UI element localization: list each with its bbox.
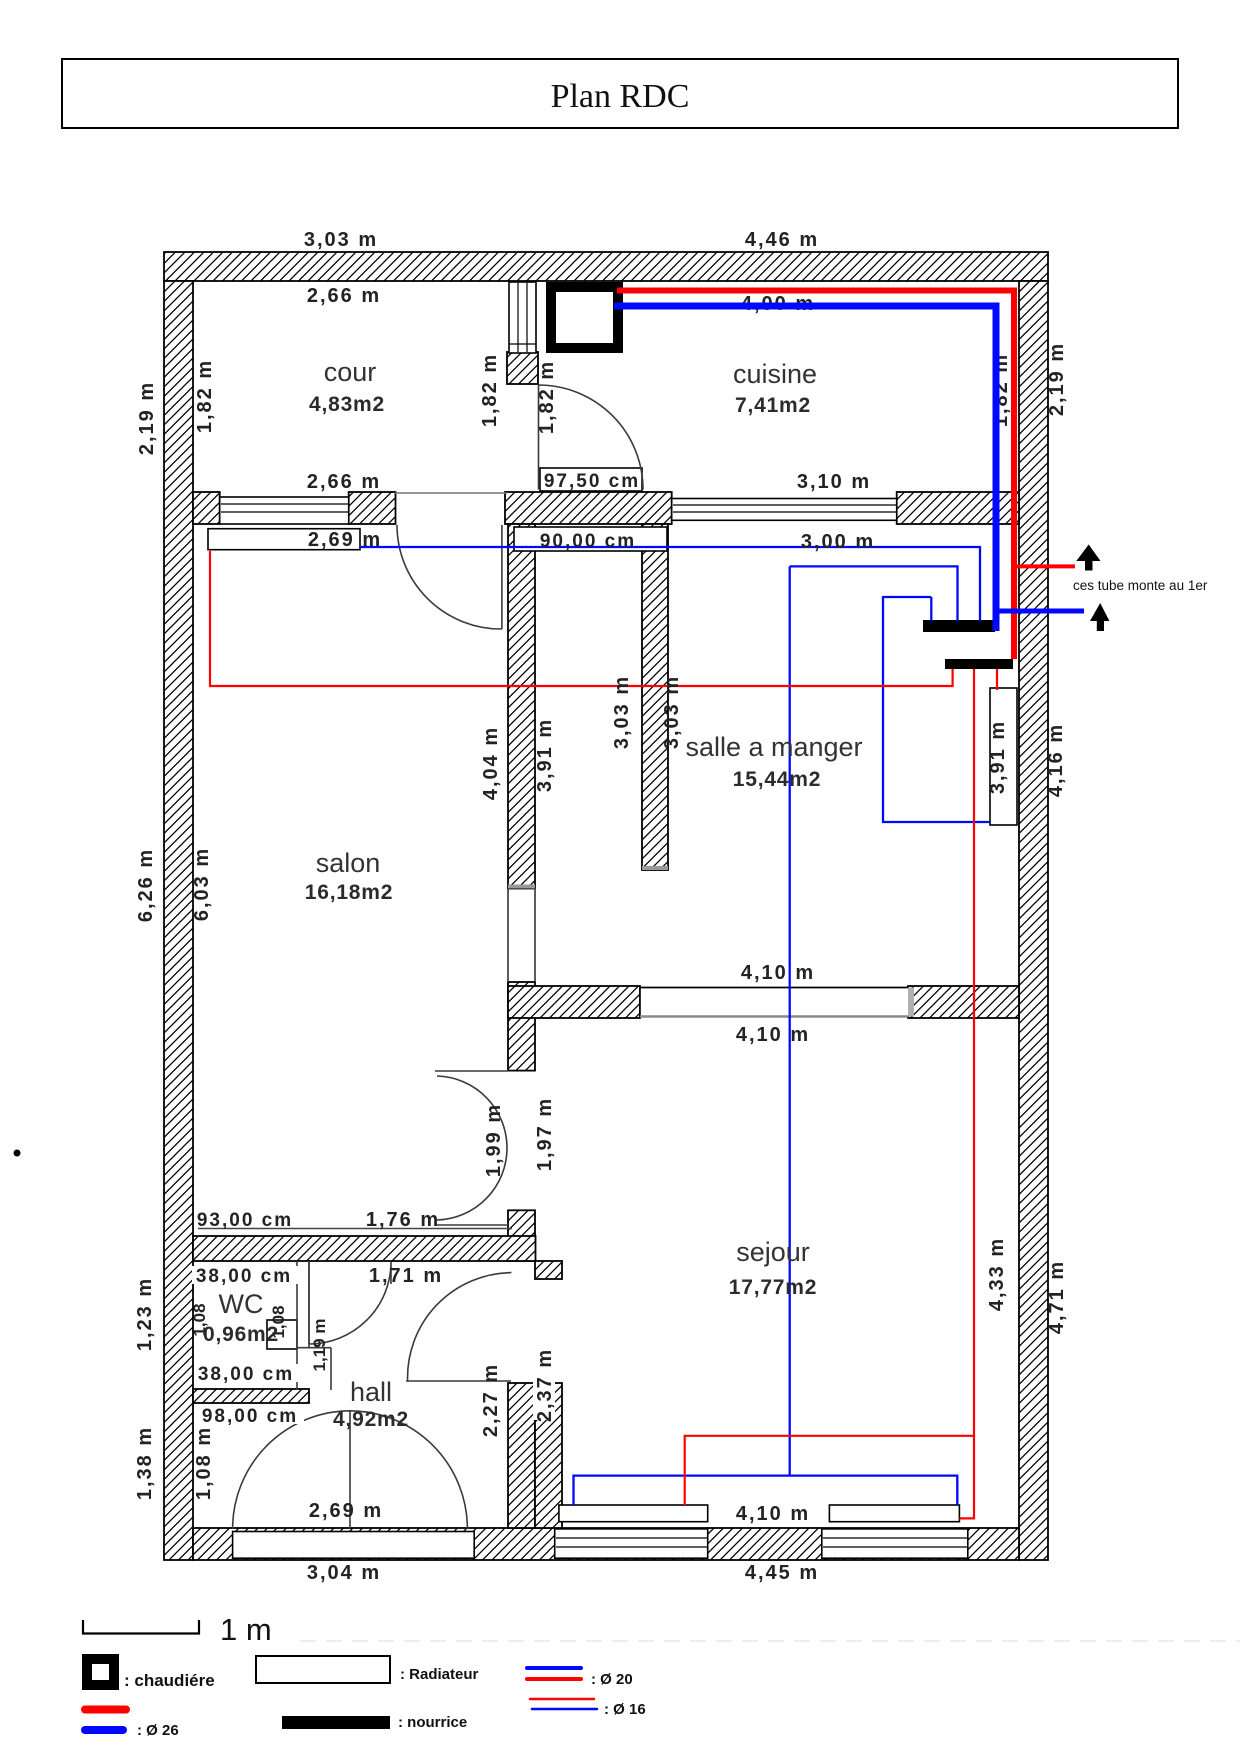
svg-text:2,69 m: 2,69 m (309, 1500, 383, 1522)
svg-text:4,10 m: 4,10 m (741, 962, 815, 984)
svg-text:7,41m2: 7,41m2 (735, 394, 811, 417)
svg-text:3,04 m: 3,04 m (307, 1562, 381, 1584)
svg-text:90,00 cm: 90,00 cm (540, 531, 636, 552)
svg-text:1,82 m: 1,82 m (194, 359, 216, 433)
svg-text:4,92m2: 4,92m2 (333, 1408, 409, 1431)
svg-text:cuisine: cuisine (733, 359, 817, 389)
svg-text:1,08: 1,08 (190, 1303, 209, 1336)
svg-text:97,50 cm: 97,50 cm (544, 471, 640, 492)
svg-text:6,26 m: 6,26 m (135, 848, 157, 922)
svg-text:1,08 m: 1,08 m (193, 1426, 215, 1500)
svg-text:salle a manger: salle a manger (685, 732, 862, 762)
svg-text:1,23 m: 1,23 m (134, 1277, 156, 1351)
svg-text:: chaudiére: : chaudiére (124, 1671, 215, 1690)
svg-text:1,08: 1,08 (269, 1305, 288, 1338)
svg-text:2,27 m: 2,27 m (480, 1363, 502, 1437)
svg-text:1,97 m: 1,97 m (534, 1097, 556, 1171)
svg-text:6,03 m: 6,03 m (191, 847, 213, 921)
svg-text:4,10 m: 4,10 m (736, 1024, 810, 1046)
svg-text:2,19 m: 2,19 m (1046, 342, 1068, 416)
svg-text:1,82 m: 1,82 m (536, 360, 558, 434)
svg-text:hall: hall (350, 1377, 392, 1407)
svg-text:: Ø 20: : Ø 20 (591, 1671, 633, 1688)
svg-text:1,19 m: 1,19 m (310, 1319, 329, 1372)
svg-text:3,03 m: 3,03 m (611, 675, 633, 749)
svg-text:16,18m2: 16,18m2 (305, 881, 394, 904)
svg-text:4,04 m: 4,04 m (480, 726, 502, 800)
svg-text:sejour: sejour (736, 1237, 810, 1267)
svg-text:2,66 m: 2,66 m (307, 285, 381, 307)
svg-text:salon: salon (316, 848, 381, 878)
svg-text:3,10 m: 3,10 m (797, 471, 871, 493)
svg-text:2,37 m: 2,37 m (534, 1348, 556, 1422)
svg-text:4,45 m: 4,45 m (745, 1562, 819, 1584)
svg-text:: Ø 26: : Ø 26 (137, 1722, 179, 1739)
svg-text:15,44m2: 15,44m2 (733, 768, 822, 791)
svg-text:: Ø 16: : Ø 16 (604, 1701, 646, 1718)
svg-text:ces tube monte au 1er: ces tube monte au 1er (1073, 578, 1208, 593)
svg-text:: nourrice: : nourrice (398, 1714, 467, 1731)
svg-text:cour: cour (324, 357, 377, 387)
svg-text:3,03 m: 3,03 m (661, 675, 683, 749)
svg-text:0,96m2: 0,96m2 (203, 1323, 279, 1346)
svg-text:3,03 m: 3,03 m (304, 229, 378, 251)
svg-text:4,71 m: 4,71 m (1046, 1260, 1068, 1334)
svg-text:4,16 m: 4,16 m (1045, 723, 1067, 797)
svg-text:98,00 cm: 98,00 cm (202, 1406, 298, 1427)
svg-text:2,66 m: 2,66 m (307, 471, 381, 493)
svg-text:1,76 m: 1,76 m (366, 1209, 440, 1231)
svg-text:4,83m2: 4,83m2 (309, 393, 385, 416)
svg-text:: Radiateur: : Radiateur (400, 1666, 479, 1683)
svg-text:3,91 m: 3,91 m (987, 720, 1009, 794)
svg-text:3,91 m: 3,91 m (534, 718, 556, 792)
svg-text:4,46 m: 4,46 m (745, 229, 819, 251)
svg-text:1,38 m: 1,38 m (134, 1426, 156, 1500)
svg-text:1,99 m: 1,99 m (483, 1103, 505, 1177)
svg-text:93,00 cm: 93,00 cm (197, 1210, 293, 1231)
svg-text:1,82 m: 1,82 m (479, 353, 501, 427)
svg-text:1 m: 1 m (220, 1612, 272, 1647)
svg-text:2,19 m: 2,19 m (136, 381, 158, 455)
svg-text:2,69 m: 2,69 m (308, 529, 382, 551)
svg-text:4,10 m: 4,10 m (736, 1503, 810, 1525)
svg-text:1,71 m: 1,71 m (369, 1265, 443, 1287)
svg-text:WC: WC (219, 1289, 264, 1319)
svg-text:Plan RDC: Plan RDC (551, 78, 690, 115)
svg-text:4,33 m: 4,33 m (986, 1237, 1008, 1311)
svg-text:3,00 m: 3,00 m (801, 531, 875, 553)
svg-text:17,77m2: 17,77m2 (729, 1276, 818, 1299)
svg-text:38,00 cm: 38,00 cm (198, 1364, 294, 1385)
svg-text:38,00 cm: 38,00 cm (196, 1266, 292, 1287)
